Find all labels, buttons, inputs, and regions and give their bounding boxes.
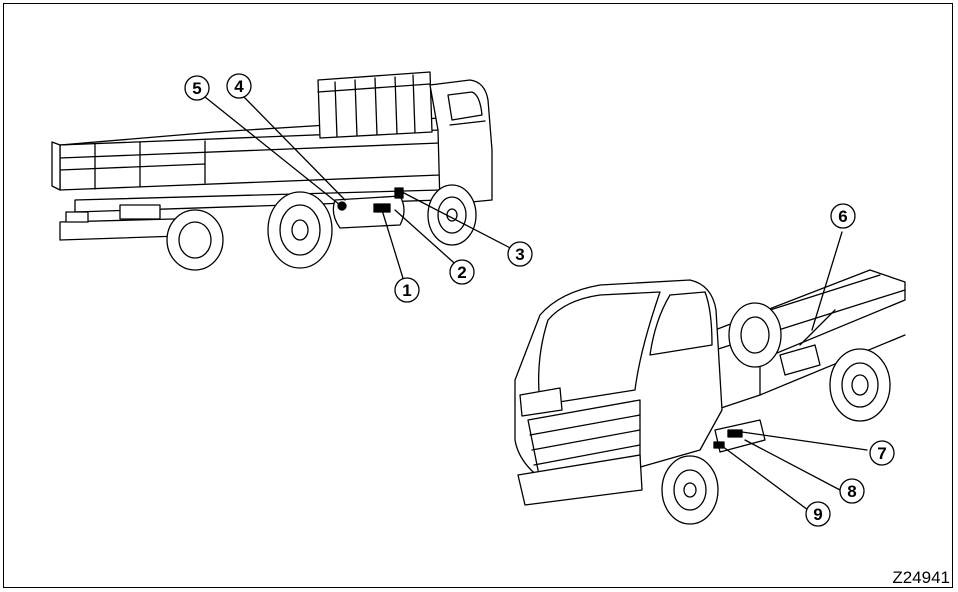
windshield	[537, 291, 661, 406]
callout-1-label: 1	[402, 281, 411, 300]
headboard-rack	[317, 71, 433, 139]
callout-8-label: 8	[847, 482, 856, 501]
callout-6-label: 6	[838, 207, 847, 226]
headlight	[519, 387, 563, 417]
cargo-bed-side	[59, 129, 441, 191]
leader-lines-truck-1	[204, 95, 521, 289]
front-wheel	[427, 184, 477, 246]
callout-3: 3	[507, 241, 533, 267]
callout-4-label: 4	[234, 77, 244, 96]
callout-2-label: 2	[457, 263, 466, 282]
callout-5-label: 5	[192, 79, 201, 98]
callout-7-label: 7	[877, 444, 886, 463]
callout-3-label: 3	[515, 245, 524, 264]
callout-2: 2	[449, 259, 475, 285]
cab-chassis-truck-illustration	[514, 269, 906, 525]
callout-6: 6	[830, 203, 856, 229]
rear-wheels	[166, 191, 333, 271]
leader-lines-truck-2	[721, 231, 868, 511]
fuel-tank	[332, 195, 405, 229]
callout-9-label: 9	[813, 505, 822, 524]
figure-frame	[3, 3, 953, 588]
cab-window	[447, 91, 483, 121]
callout-8: 8	[839, 478, 865, 504]
cargo-bed-rear	[51, 141, 61, 191]
callout-1: 1	[394, 277, 420, 303]
figure-code: Z24941	[892, 568, 950, 587]
callout-4: 4	[226, 73, 252, 99]
side-window	[649, 291, 713, 356]
flatbed-truck-illustration	[51, 71, 493, 271]
callout-9: 9	[805, 501, 831, 527]
bumper-2	[517, 454, 643, 506]
callout-7: 7	[869, 440, 895, 466]
cab-body	[429, 79, 493, 206]
callout-5: 5	[184, 75, 210, 101]
